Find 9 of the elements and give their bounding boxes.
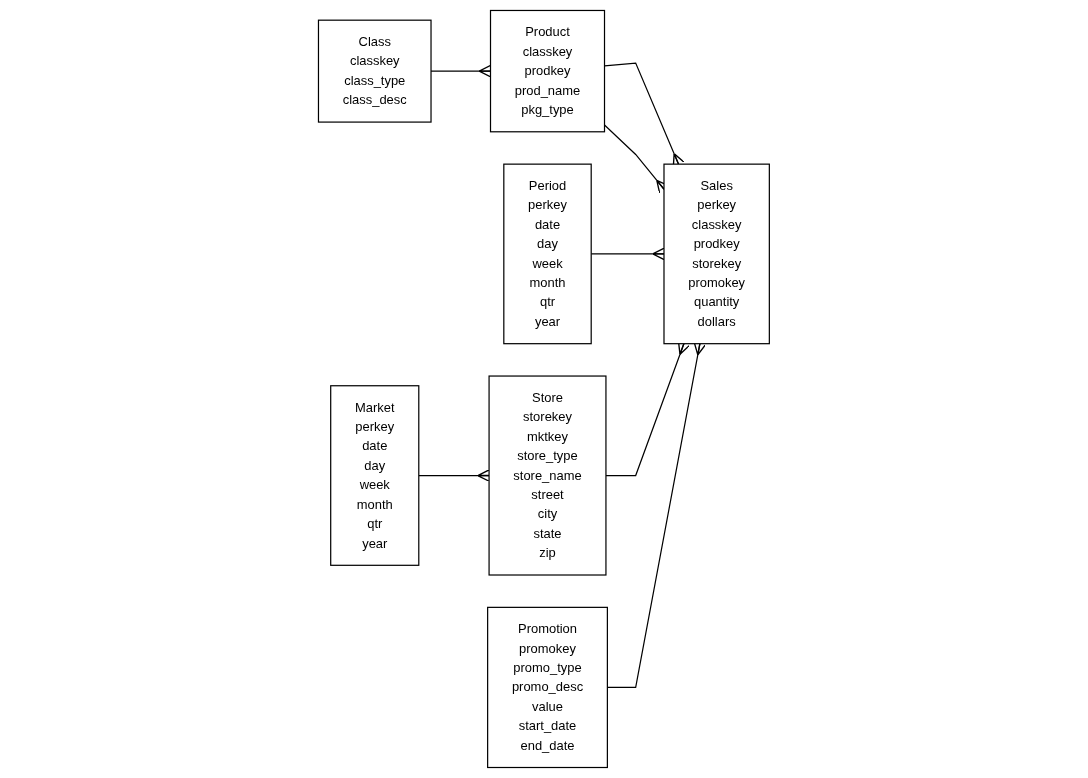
node-box: Period perkey date day week month qtr year (503, 163, 592, 345)
node-box: Market perkey date day week month qtr year (330, 385, 420, 566)
node-box: Sales perkey classkey prodkey storekey promokey quantity dollars (663, 163, 771, 345)
connector (606, 342, 707, 689)
node-box: Product classkey prodkey prod_name pkg_type (490, 9, 606, 133)
node-box: Promotion promokey promo_type promo_desc value start_date end_date (487, 606, 609, 769)
connector (418, 469, 490, 482)
node-box: Class classkey class_type class_desc (317, 19, 432, 123)
node-box: Store storekey mktkey store_type store_name street city state zip (488, 375, 607, 576)
